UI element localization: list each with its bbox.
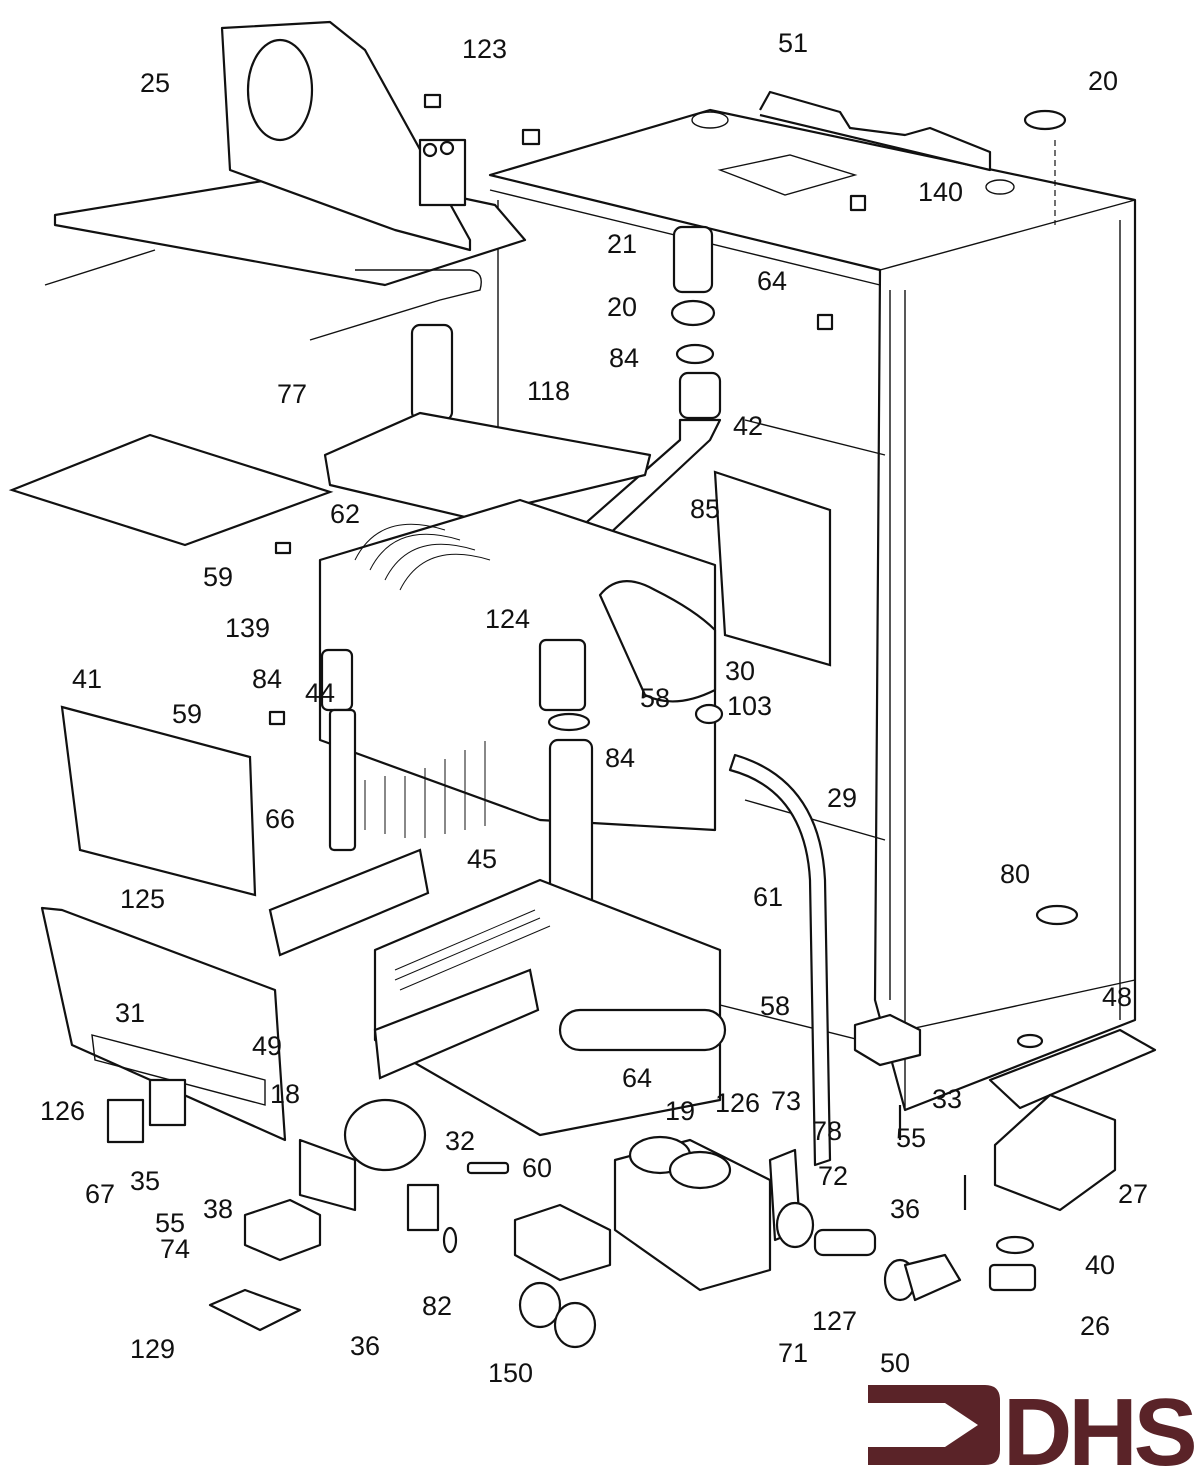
callout-label: 19	[665, 1096, 695, 1126]
callout-label: 129	[130, 1334, 175, 1364]
gas-valve-area	[513, 1135, 962, 1349]
callout-label: 150	[488, 1358, 533, 1388]
callout-label: 27	[1118, 1179, 1148, 1209]
callout-label: 74	[160, 1234, 190, 1264]
callout-label: 84	[605, 743, 635, 773]
callout-label: 33	[932, 1084, 962, 1114]
callout-label: 26	[1080, 1311, 1110, 1341]
callout-label: 123	[462, 34, 507, 64]
callout-label: 36	[890, 1194, 920, 1224]
top-small-parts	[423, 93, 1067, 365]
callout-label: 59	[203, 562, 233, 592]
callout-label: 25	[140, 68, 170, 98]
arrow-logo-icon	[868, 1385, 1000, 1465]
callout-label: 84	[609, 343, 639, 373]
insulation-panels	[8, 433, 832, 897]
callout-label: 30	[725, 656, 755, 686]
callout-labels: 25 123 51 20 140 21 20 64 84 77 118 42 85 62 59 139 124 5…	[40, 28, 1148, 1388]
callout-label: 124	[485, 604, 530, 634]
callout-label: 31	[115, 998, 145, 1028]
dhs-logo: DHS	[868, 1379, 1197, 1469]
callout-label: 38	[203, 1194, 233, 1224]
callout-label: 48	[1102, 982, 1132, 1012]
callout-label: 64	[757, 266, 787, 296]
callout-label: 62	[330, 499, 360, 529]
callout-label: 32	[445, 1126, 475, 1156]
callout-label: 126	[40, 1096, 85, 1126]
callout-label: 18	[270, 1079, 300, 1109]
callout-label: 40	[1085, 1250, 1115, 1280]
callout-label: 50	[880, 1348, 910, 1378]
callout-label: 126	[715, 1088, 760, 1118]
callout-label: 72	[818, 1161, 848, 1191]
callout-label: 125	[120, 884, 165, 914]
callout-label: 45	[467, 844, 497, 874]
callout-label: 36	[350, 1331, 380, 1361]
callout-label: 35	[130, 1166, 160, 1196]
callout-label: 21	[607, 229, 637, 259]
callout-label: 55	[155, 1208, 185, 1238]
callout-label: 20	[607, 292, 637, 322]
callout-label: 20	[1088, 66, 1118, 96]
callout-label: 60	[522, 1153, 552, 1183]
callout-label: 66	[265, 804, 295, 834]
callout-label: 42	[733, 411, 763, 441]
callout-label: 41	[72, 664, 102, 694]
callout-label: 71	[778, 1338, 808, 1368]
callout-label: 44	[305, 678, 335, 708]
callout-label: 58	[640, 683, 670, 713]
burner	[268, 848, 727, 1137]
callout-label: 77	[277, 379, 307, 409]
callout-label: 49	[252, 1031, 282, 1061]
callout-label: 84	[252, 664, 282, 694]
callout-label: 55	[896, 1123, 926, 1153]
callout-label: 73	[771, 1086, 801, 1116]
logo-text: DHS	[1003, 1379, 1195, 1469]
callout-label: 82	[422, 1291, 452, 1321]
callout-label: 139	[225, 613, 270, 643]
callout-label: 118	[527, 376, 570, 406]
callout-label: 61	[753, 882, 783, 912]
callout-label: 59	[172, 699, 202, 729]
callout-label: 51	[778, 28, 808, 58]
callout-label: 85	[690, 494, 720, 524]
callout-label: 103	[727, 691, 772, 721]
fan-housing	[44, 20, 527, 341]
boiler-casing	[488, 90, 1137, 1112]
callout-label: 64	[622, 1063, 652, 1093]
callout-label: 80	[1000, 859, 1030, 889]
callout-label: 67	[85, 1179, 115, 1209]
lower-left-parts	[40, 906, 510, 1332]
callout-label: 29	[827, 783, 857, 813]
callout-label: 127	[812, 1306, 857, 1336]
callout-label: 78	[812, 1116, 842, 1146]
callout-label: 140	[918, 177, 963, 207]
lower-right-parts	[853, 904, 1157, 1292]
callout-label: 58	[760, 991, 790, 1021]
